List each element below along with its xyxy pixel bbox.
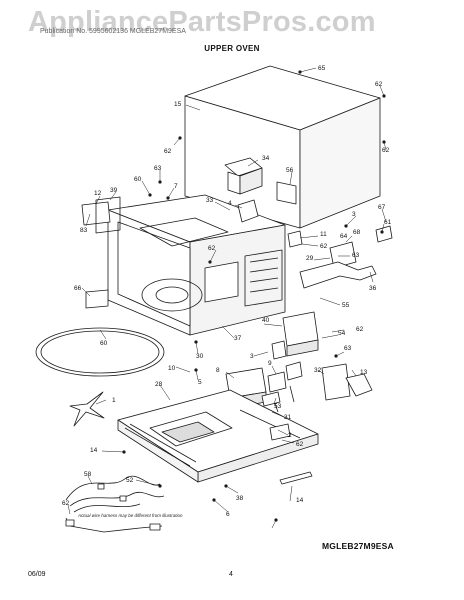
callout-53: 1 <box>112 397 116 404</box>
callout-64: 29 <box>306 255 314 262</box>
callout-62: 62 <box>164 148 172 155</box>
callout-83: 83 <box>80 227 88 234</box>
bottom-rail <box>279 471 313 485</box>
callout-32: 13 <box>360 369 368 376</box>
harness-note: Actual wire harness may be different fro… <box>78 513 183 518</box>
callout-14: 52 <box>126 477 134 484</box>
electrical-components <box>225 311 373 413</box>
callout-4: 4 <box>228 200 232 207</box>
callout-63: 64 <box>340 233 348 240</box>
callout-62: 38 <box>236 495 244 502</box>
callout-36: 66 <box>74 285 82 292</box>
model-number: MGLEB27M9ESA <box>322 541 394 551</box>
callout-13: 28 <box>155 381 163 388</box>
callout-61: 11 <box>320 231 327 238</box>
callout-34: 34 <box>262 155 270 162</box>
callout-37: 30 <box>196 353 204 360</box>
outer-cabinet-wrapper <box>184 65 381 229</box>
callout-38: 14 <box>296 497 304 504</box>
callout-66: 55 <box>342 302 350 309</box>
callout-15: 15 <box>174 101 182 108</box>
callout-52: 58 <box>84 471 92 478</box>
footer-date: 06/09 <box>28 571 46 578</box>
callout-62: 3 <box>352 211 356 218</box>
roller-support <box>69 391 105 427</box>
callout-62: 68 <box>353 229 361 236</box>
air-duct <box>299 261 377 289</box>
callout-39: 39 <box>110 187 118 194</box>
callout-30: 3 <box>250 353 254 360</box>
callout-7: 7 <box>174 183 178 190</box>
callout-1: 2 <box>288 432 292 439</box>
base-brackets <box>261 391 291 441</box>
callout-55: 40 <box>262 317 270 324</box>
callout-5: 32 <box>314 367 322 374</box>
callout-28: 31 <box>284 414 292 421</box>
callout-62: 62 <box>375 81 383 88</box>
callout-3: 67 <box>378 204 386 211</box>
callout-14: 6 <box>226 511 230 518</box>
callout-31: 53 <box>274 403 282 410</box>
callout-10: 8 <box>216 367 220 374</box>
callout-63: 63 <box>154 165 162 172</box>
callout-40: 62 <box>356 326 364 333</box>
wire-harness <box>65 475 165 533</box>
callout-12: 12 <box>94 190 102 197</box>
callout-9: 5 <box>198 379 202 386</box>
base-plate <box>117 389 319 483</box>
callout-62: 54 <box>338 330 346 337</box>
callout-65: 65 <box>318 65 326 72</box>
callout-2: 62 <box>296 441 304 448</box>
watermark: AppliancePartsPros.com <box>28 6 376 38</box>
callout-63: 10 <box>168 365 176 372</box>
callout-58: 62 <box>62 500 70 507</box>
callout-33: 33 <box>206 197 214 204</box>
callout-56: 56 <box>286 167 294 174</box>
callout-labels: 65 62 15 62 62 34 56 60 63 7 12 39 83 33… <box>62 65 392 518</box>
upper-components <box>81 157 393 269</box>
callout-8: 9 <box>268 360 272 367</box>
footer-page-number: 4 <box>229 571 233 578</box>
turntable-tray <box>35 327 165 377</box>
callout-3: 63 <box>344 345 352 352</box>
side-panel <box>85 289 109 309</box>
callout-60: 37 <box>234 335 242 342</box>
callout-62: 62 <box>208 245 216 252</box>
section-title: UPPER OVEN <box>204 44 260 53</box>
callout-67: 61 <box>384 219 392 226</box>
callout-62: 62 <box>382 147 390 154</box>
callout-68: 63 <box>352 252 360 259</box>
callout-60: 60 <box>134 176 142 183</box>
callout-54: 60 <box>100 340 108 347</box>
callout-29: 36 <box>369 285 377 292</box>
callout-11: 62 <box>320 243 328 250</box>
publication-header: Publication No. 5995602136 MGLEB27M9ESA <box>40 28 186 35</box>
fasteners <box>122 70 386 522</box>
oven-cavity <box>107 194 286 336</box>
callout-62: 14 <box>90 447 98 454</box>
